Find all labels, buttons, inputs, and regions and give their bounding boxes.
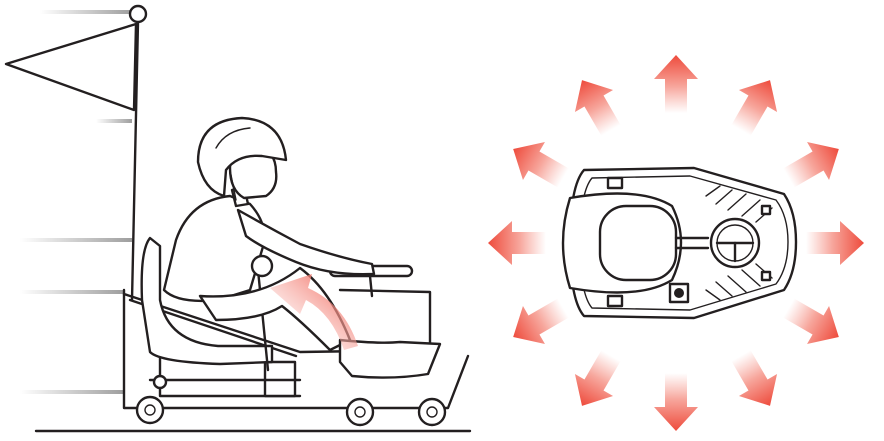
kart-top-view: [563, 168, 796, 318]
speed-line: [20, 238, 132, 242]
joystick-icon: [670, 284, 688, 302]
speed-line: [20, 390, 124, 394]
clearance-arrow-icon: [488, 221, 546, 265]
speed-line: [20, 290, 124, 294]
speed-line: [96, 119, 132, 123]
clearance-arrow-icon: [806, 221, 864, 265]
clearance-arrow-icon: [654, 373, 698, 431]
clearance-arrow-icon: [722, 69, 789, 141]
clearance-arrow-icon: [778, 130, 850, 197]
speed-line: [40, 10, 132, 14]
clearance-arrow-icon: [722, 345, 789, 417]
rider: [164, 118, 440, 378]
clearance-arrow-icon: [654, 55, 698, 113]
steering-wheel-icon: [711, 219, 759, 267]
clearance-arrow-icon: [502, 289, 574, 356]
clearance-arrow-icon: [563, 69, 630, 141]
rear-wheel: [137, 397, 163, 423]
flag-icon: [6, 6, 146, 300]
wheels: [137, 397, 445, 425]
clearance-arrow-icon: [778, 289, 850, 356]
front-wheel-right: [419, 399, 445, 425]
clearance-arrow-icon: [563, 345, 630, 417]
clearance-arrow-icon: [502, 130, 574, 197]
front-wheel-left: [347, 399, 373, 425]
